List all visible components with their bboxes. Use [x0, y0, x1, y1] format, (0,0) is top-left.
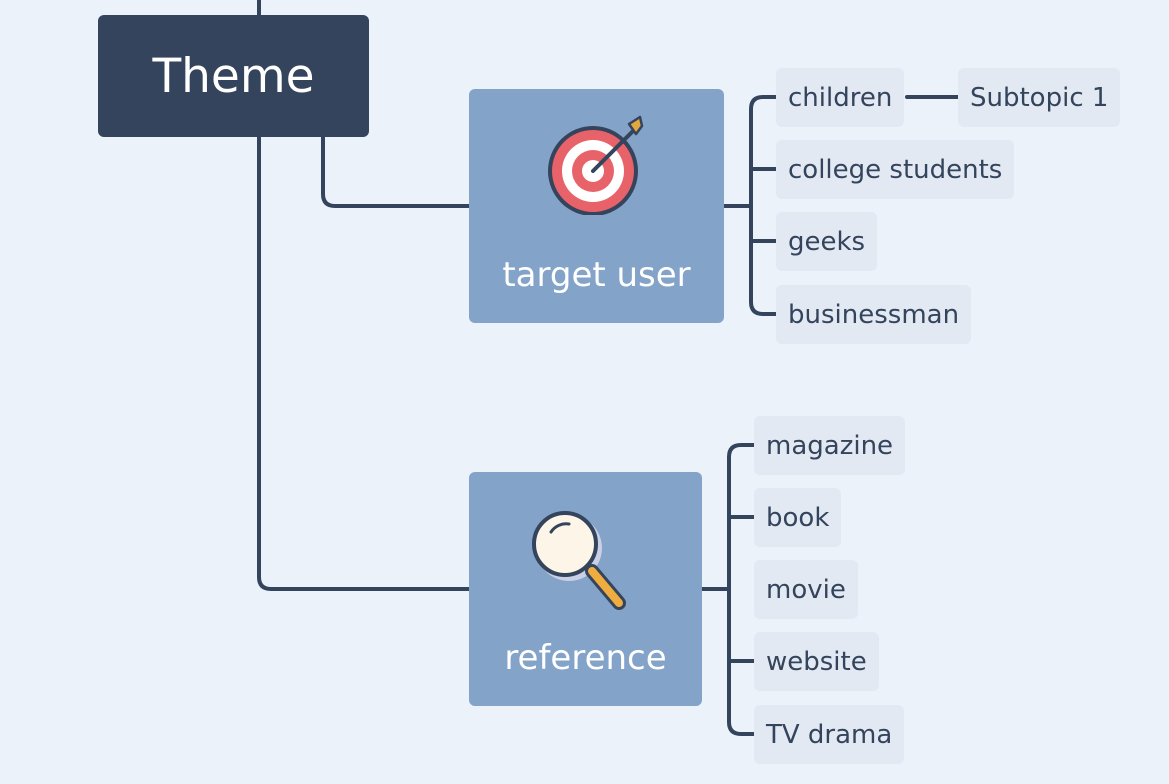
- leaf-label: businessman: [788, 299, 960, 330]
- leaf-college-students[interactable]: college students: [776, 140, 1015, 199]
- root-topic-label: Theme: [152, 48, 315, 104]
- leaf-movie[interactable]: movie: [754, 560, 858, 619]
- leaf-businessman[interactable]: businessman: [776, 285, 972, 344]
- leaf-label: website: [766, 646, 867, 677]
- leaf-label: TV drama: [766, 719, 893, 750]
- reference-bracket-line: [700, 443, 756, 736]
- leaf-label: book: [766, 502, 830, 533]
- leaf-label: magazine: [766, 430, 894, 461]
- topic-reference[interactable]: reference: [469, 472, 702, 706]
- leaf-tv-drama[interactable]: TV drama: [754, 705, 905, 764]
- magnifying-glass-icon: [531, 511, 626, 610]
- topic-label: target user: [502, 255, 691, 295]
- target-dart-icon: [547, 115, 643, 215]
- leaf-subtopic-1[interactable]: Subtopic 1: [958, 68, 1121, 127]
- leaf-label: college students: [788, 154, 1003, 185]
- leaf-geeks[interactable]: geeks: [776, 212, 878, 271]
- leaf-label: children: [788, 82, 893, 113]
- leaf-magazine[interactable]: magazine: [754, 416, 906, 475]
- leaf-website[interactable]: website: [754, 632, 879, 691]
- root-to-reference-line: [257, 135, 471, 591]
- leaf-children[interactable]: children: [776, 68, 905, 127]
- topic-label: reference: [504, 638, 667, 678]
- topic-target-user[interactable]: target user: [469, 89, 724, 323]
- root-to-target-user-line: [321, 135, 471, 208]
- leaf-label: movie: [766, 574, 846, 605]
- leaf-label: geeks: [788, 226, 866, 257]
- leaf-label: Subtopic 1: [970, 82, 1109, 113]
- leaf-book[interactable]: book: [754, 488, 842, 547]
- root-topic[interactable]: Theme: [98, 15, 369, 137]
- target-user-bracket-line: [722, 95, 778, 316]
